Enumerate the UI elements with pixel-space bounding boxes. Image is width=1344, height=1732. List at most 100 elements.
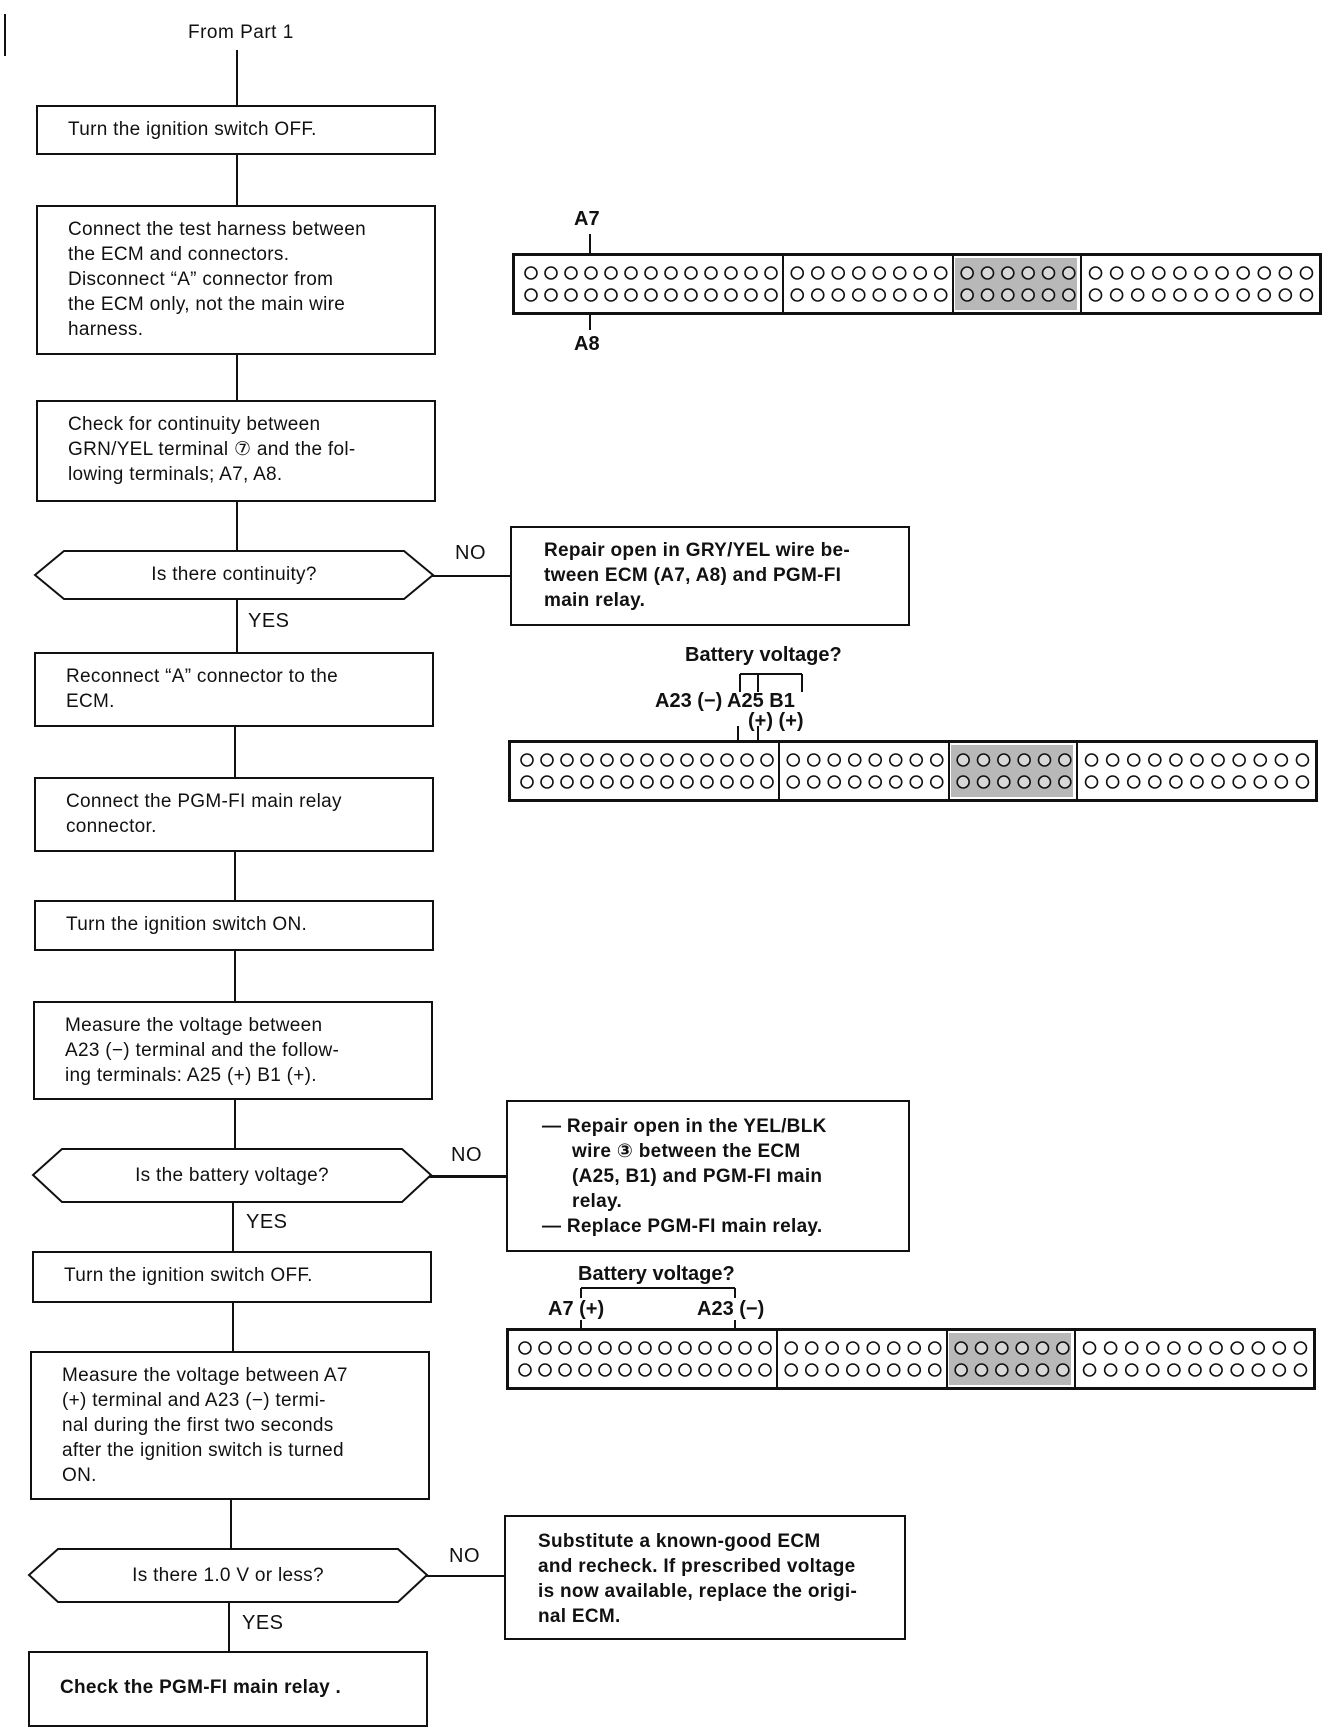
step-box-3: Check for continuity between GRN/YEL ter… (36, 400, 436, 502)
connector-pin (520, 753, 534, 767)
connector-pin (995, 1363, 1009, 1377)
connector-pin (825, 1341, 840, 1355)
connector-pin (929, 753, 944, 767)
connector-pin (704, 288, 718, 302)
connector-pin (600, 753, 614, 767)
connector-pin (806, 775, 821, 789)
ecm-connector-diagram (512, 253, 1322, 315)
connector-pin (560, 775, 574, 789)
connector-pin (1251, 1363, 1266, 1377)
step-text: connector. (66, 816, 157, 837)
connector-pin (1124, 1341, 1139, 1355)
pin-label-a23: A23 (−) (697, 1298, 765, 1320)
step-box-6: Turn the ignition switch ON. (34, 900, 434, 951)
connector-pin (720, 753, 734, 767)
connector-pin (558, 1341, 572, 1355)
scan-mark (4, 14, 6, 56)
connector-pin (804, 1363, 819, 1377)
connector-pin (720, 775, 734, 789)
connector-pin (604, 288, 618, 302)
connector-pin (927, 1363, 942, 1377)
step-text: Disconnect “A” connector from (68, 269, 334, 290)
connector-pin (907, 1341, 922, 1355)
connector-pin (1194, 288, 1208, 302)
connector-pin (584, 288, 598, 302)
connector-pin (790, 266, 805, 280)
step-text: lowing terminals; A7, A8. (68, 464, 283, 485)
connector-pin (827, 775, 842, 789)
connector-pin (620, 775, 634, 789)
connector-pin (888, 753, 903, 767)
connector-pin (956, 753, 970, 767)
connector-pin (680, 775, 694, 789)
pin-label-a7: A7 (+) (548, 1298, 605, 1320)
decision-text: Is there 1.0 V or less? (132, 1564, 324, 1586)
connector-pin (698, 1341, 712, 1355)
connector-pin (658, 1363, 672, 1377)
step-text: Check for continuity between (68, 414, 321, 435)
connector-pin (804, 1341, 819, 1355)
connector-pin (1146, 1363, 1160, 1377)
connector-pin (580, 775, 594, 789)
decision-text: Is there continuity? (151, 564, 317, 585)
connector-pin (929, 775, 944, 789)
step-text: the ECM and connectors. (68, 244, 290, 265)
step-text: GRN/YEL terminal ⑦ and the fol- (68, 439, 356, 460)
connector-pin (1194, 266, 1208, 280)
step-box-1: Turn the ignition switch OFF. (36, 105, 436, 155)
connector-pin (718, 1363, 732, 1377)
connector-pin (1299, 266, 1314, 280)
flow-line (234, 852, 236, 900)
step-text: Turn the ignition switch OFF. (68, 119, 317, 140)
connector-pin (760, 775, 774, 789)
pin-signs: (+) (+) (748, 710, 804, 732)
connector-pin (1015, 1341, 1029, 1355)
result-text: wire ③ between the ECM (572, 1141, 801, 1162)
connector-pin (598, 1363, 612, 1377)
connector-pin (1188, 1363, 1202, 1377)
step-text: nal during the first two seconds (62, 1415, 334, 1436)
connector-pin (758, 1363, 772, 1377)
connector-pin (744, 266, 758, 280)
connector-pin (644, 288, 658, 302)
connector-pin (1001, 288, 1015, 302)
connector-pin (1041, 266, 1056, 280)
connector-pin (1230, 1363, 1244, 1377)
connector-pin (658, 1341, 672, 1355)
yes-label: YES (242, 1612, 284, 1634)
connector-pin (1167, 1341, 1181, 1355)
connector-title: Battery voltage? (578, 1263, 735, 1285)
connector-pin (538, 1341, 552, 1355)
connector-pin (866, 1341, 881, 1355)
connector-pin (660, 753, 674, 767)
connector-pin (786, 775, 801, 789)
connector-pin (956, 775, 970, 789)
step-text: ing terminals: A25 (+) B1 (+). (65, 1065, 317, 1086)
result-box-2: — Repair open in the YEL/BLK wire ③ betw… (506, 1100, 910, 1252)
connector-pin (1148, 753, 1162, 767)
connector-pin (744, 288, 758, 302)
step-text: Reconnect “A” connector to the (66, 666, 338, 687)
connector-pin (1253, 753, 1268, 767)
connector-shaded-block (955, 258, 1077, 310)
connector-pin (660, 775, 674, 789)
connector-pin (927, 1341, 942, 1355)
connector-pin (1173, 288, 1187, 302)
connector-pin (1257, 288, 1272, 302)
connector-pin (684, 288, 698, 302)
connector-pin (1211, 775, 1225, 789)
connector-pin (997, 775, 1011, 789)
connector-pin (1152, 288, 1166, 302)
connector-pin (1272, 1363, 1287, 1377)
connector-pin (1062, 288, 1076, 302)
connector-pin (1278, 266, 1293, 280)
connector-pin (624, 266, 638, 280)
connector-pin (558, 1363, 572, 1377)
pin-leader (589, 300, 591, 330)
connector-pin (1188, 1341, 1202, 1355)
step-box-9: Measure the voltage between A7 (+) termi… (30, 1351, 430, 1500)
ecm-connector-diagram (506, 1328, 1316, 1390)
connector-pin (1056, 1363, 1070, 1377)
connector-pin (678, 1341, 692, 1355)
connector-pin (954, 1341, 968, 1355)
